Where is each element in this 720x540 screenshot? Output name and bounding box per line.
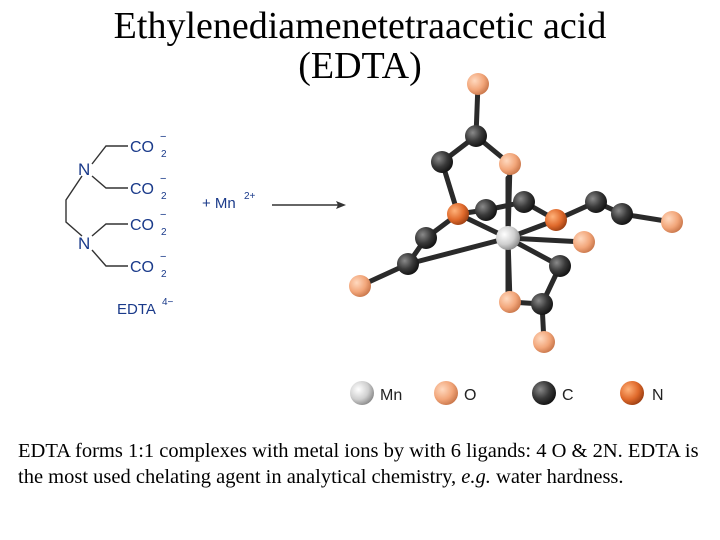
svg-text:CO: CO xyxy=(130,259,154,276)
caption-text: EDTA forms 1:1 complexes with metal ions… xyxy=(18,438,708,490)
legend-label-n: N xyxy=(652,387,664,404)
carbon-atom xyxy=(585,191,607,213)
nitrogen-atom xyxy=(447,203,469,225)
oxygen-atom xyxy=(349,275,371,297)
svg-text:2: 2 xyxy=(161,191,167,202)
bond-n1-arm2 xyxy=(91,175,128,189)
svg-text:2: 2 xyxy=(161,269,167,280)
oxygen-atom xyxy=(573,231,595,253)
svg-text:CO: CO xyxy=(130,217,154,234)
edta-atom-labels: N N CO 2 − CO 2 − CO 2 − CO 2 − EDTA 4− … xyxy=(78,131,256,318)
legend-swatch-mn xyxy=(350,381,374,405)
carboxylate-group-3: CO 2 − xyxy=(130,209,167,238)
svg-text:CO: CO xyxy=(130,139,154,156)
svg-text:−: − xyxy=(160,251,166,263)
nitrogen-label-2: N xyxy=(78,234,90,253)
svg-text:−: − xyxy=(160,173,166,185)
legend-swatch-n xyxy=(620,381,644,405)
bond-n2-arm1 xyxy=(91,223,128,237)
legend-item-n: N xyxy=(620,381,664,405)
oxygen-atom xyxy=(533,331,555,353)
legend-label-o: O xyxy=(464,387,476,404)
reaction-arrow xyxy=(272,201,346,209)
carbon-atom xyxy=(475,199,497,221)
bond-n1-arm1 xyxy=(91,145,128,165)
legend-label-c: C xyxy=(562,387,574,404)
legend-swatch-o xyxy=(434,381,458,405)
bond-ethylene-bridge xyxy=(65,175,83,237)
svg-text:2+: 2+ xyxy=(244,191,256,202)
carbon-atom xyxy=(431,151,453,173)
carboxylate-group-2: CO 2 − xyxy=(130,173,167,202)
svg-text:4−: 4− xyxy=(162,297,174,308)
carboxylate-group-4: CO 2 − xyxy=(130,251,167,280)
carbon-atom xyxy=(513,191,535,213)
carbon-atom xyxy=(465,125,487,147)
oxygen-atom xyxy=(467,73,489,95)
carbon-atom xyxy=(549,255,571,277)
caption-eg: e.g. xyxy=(461,466,491,488)
nitrogen-atom xyxy=(545,209,567,231)
complex-atoms xyxy=(349,73,683,353)
bond-n2-arm2 xyxy=(91,249,128,267)
caption-part-1: EDTA forms 1:1 complexes with metal ions… xyxy=(18,440,699,488)
carboxylate-group-1: CO 2 − xyxy=(130,131,167,160)
atom-legend: Mn O C N xyxy=(350,381,664,405)
page-title: Ethylenediamenetetraacetic acid (EDTA) xyxy=(0,6,720,86)
title-line-1: Ethylenediamenetetraacetic acid xyxy=(113,5,607,47)
manganese-atom xyxy=(496,226,520,250)
legend-swatch-c xyxy=(532,381,556,405)
svg-text:EDTA: EDTA xyxy=(117,301,156,318)
oxygen-atom xyxy=(499,291,521,313)
legend-item-c: C xyxy=(532,381,574,405)
svg-text:CO: CO xyxy=(130,181,154,198)
svg-text:2: 2 xyxy=(161,149,167,160)
oxygen-atom xyxy=(661,211,683,233)
carbon-atom xyxy=(415,227,437,249)
svg-text:−: − xyxy=(160,209,166,221)
caption-part-2: water hardness. xyxy=(490,466,624,488)
nitrogen-label-1: N xyxy=(78,160,90,179)
legend-item-o: O xyxy=(434,381,476,405)
manganese-reagent: + Mn 2+ xyxy=(202,191,256,212)
oxygen-atom xyxy=(499,153,521,175)
carbon-atom xyxy=(531,293,553,315)
title-line-2: (EDTA) xyxy=(298,45,422,87)
carbon-atom xyxy=(611,203,633,225)
svg-text:−: − xyxy=(160,131,166,143)
edta-structure xyxy=(65,145,128,267)
legend-label-mn: Mn xyxy=(380,387,402,404)
legend-item-mn: Mn xyxy=(350,381,402,405)
svg-text:+ Mn: + Mn xyxy=(202,195,236,212)
mn-edta-complex xyxy=(349,73,683,353)
edta-label: EDTA 4− xyxy=(117,297,174,318)
svg-text:2: 2 xyxy=(161,227,167,238)
carbon-atom xyxy=(397,253,419,275)
